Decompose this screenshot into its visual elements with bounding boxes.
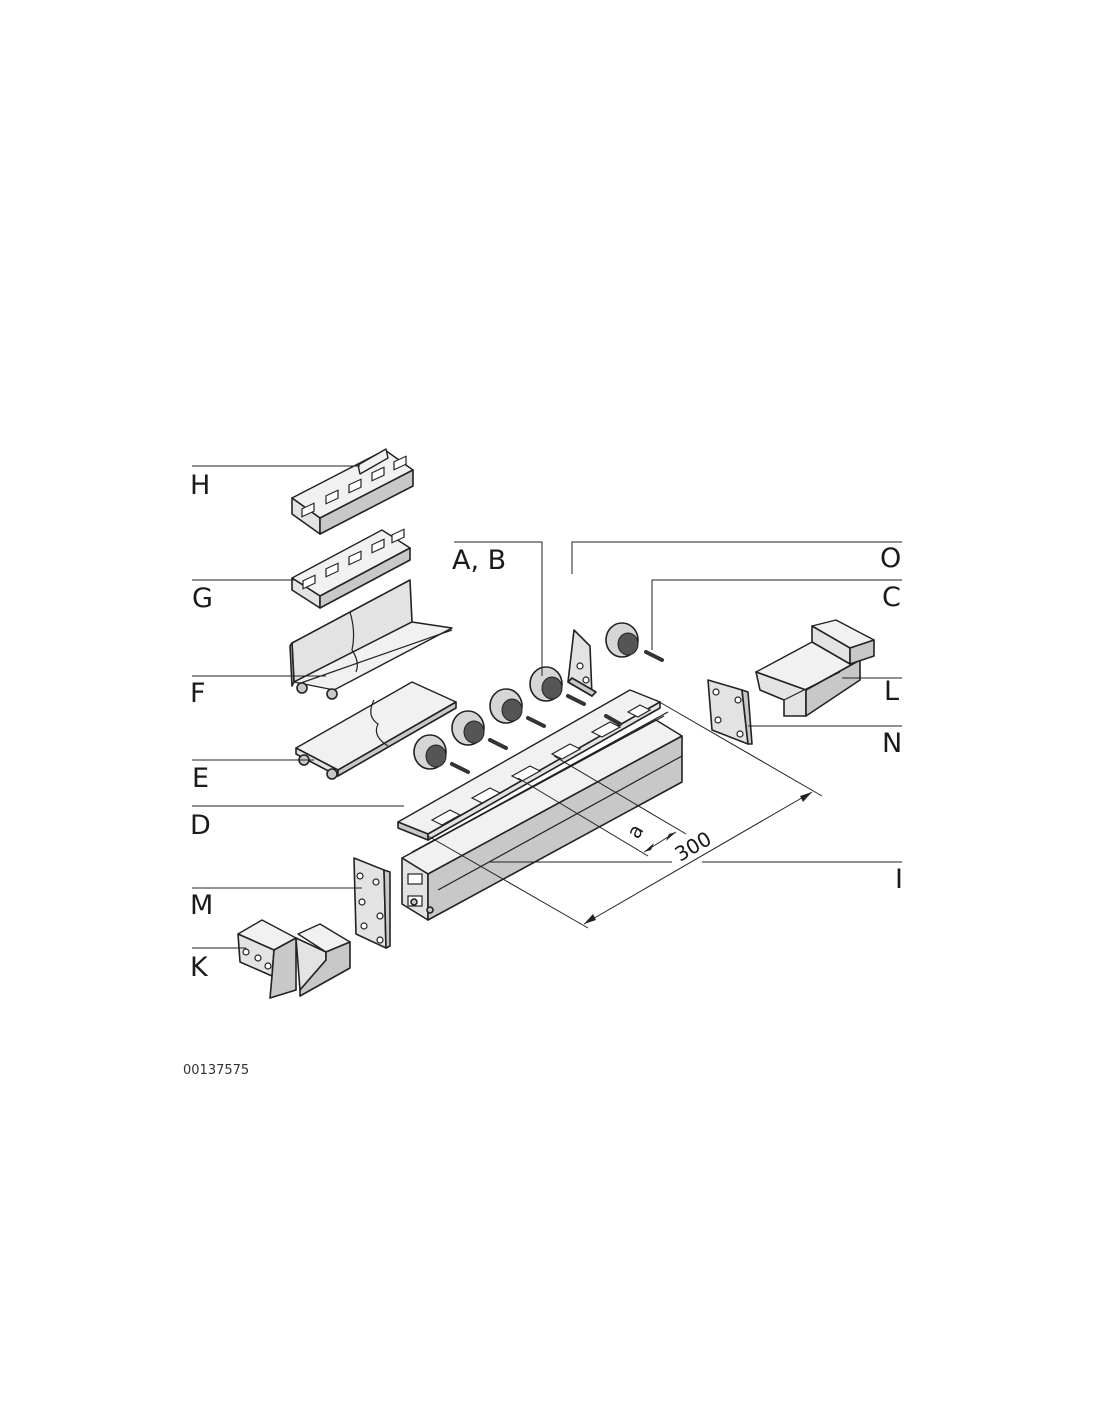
label-g: G	[192, 583, 213, 614]
part-f-angle-profile	[289, 579, 453, 700]
label-c: C	[882, 582, 901, 613]
label-f: F	[190, 678, 206, 709]
roller-2	[451, 710, 508, 750]
rollers-and-pins	[413, 622, 664, 774]
part-n-end-plate	[707, 679, 753, 745]
part-m-plate	[353, 857, 391, 949]
roller-3	[489, 688, 546, 728]
label-d: D	[190, 810, 211, 841]
roller-1	[413, 734, 470, 774]
part-k-end-cap	[237, 919, 351, 999]
label-k: K	[190, 952, 209, 983]
part-o-angle-bracket	[567, 629, 597, 697]
label-i: I	[895, 864, 903, 895]
label-n: N	[882, 728, 902, 759]
part-d-carrier-frame	[397, 689, 661, 841]
label-e: E	[192, 763, 209, 794]
label-l: L	[884, 676, 899, 707]
label-a-b: A, B	[452, 545, 506, 576]
dimension-pitch-a: a	[622, 820, 649, 843]
dimension-lines	[427, 699, 823, 929]
part-l-end-cap	[755, 619, 875, 717]
part-labels: H G F E D M K A, B O C L N I	[190, 470, 903, 983]
part-h-cover	[291, 448, 414, 535]
roller-4	[529, 666, 586, 706]
label-m: M	[190, 890, 213, 921]
label-o: O	[880, 543, 901, 574]
leader-lines	[192, 465, 902, 949]
part-g-slotted-cover	[291, 528, 411, 609]
dimension-labels: a 300	[622, 820, 716, 866]
label-h: H	[190, 470, 210, 501]
roller-5	[605, 622, 664, 662]
document-id: 00137575	[183, 1063, 249, 1078]
